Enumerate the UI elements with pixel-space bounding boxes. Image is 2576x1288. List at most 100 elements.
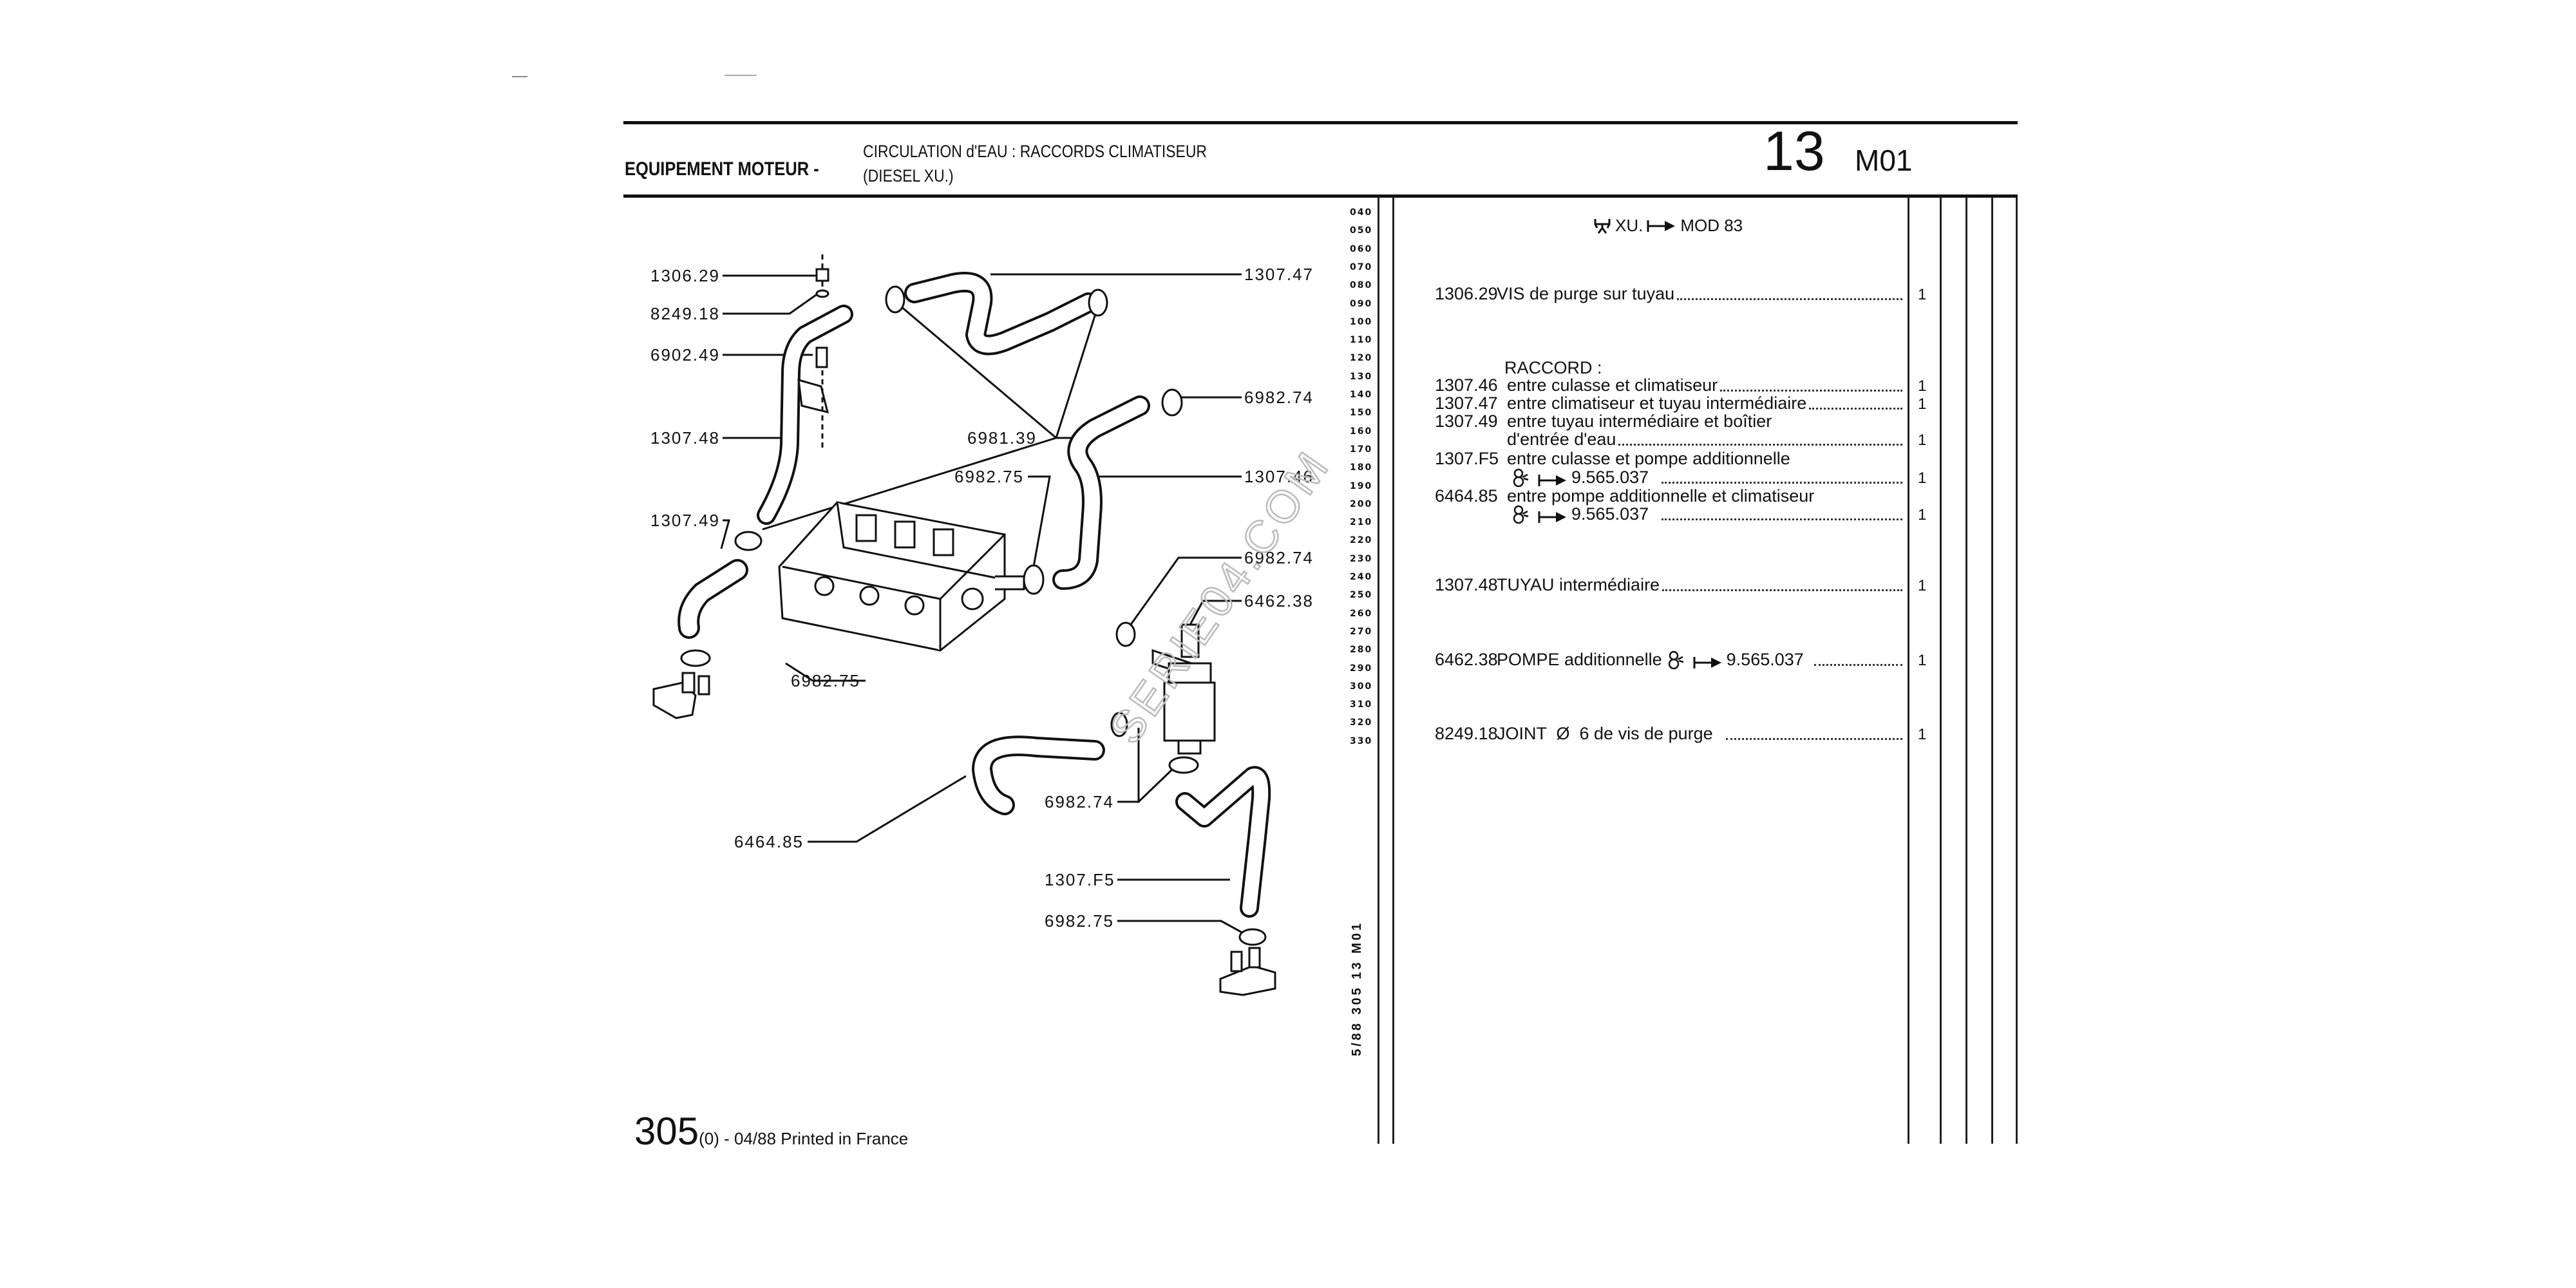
group-number: 13 [1763,120,1825,182]
part-callout-label: 6462.38 [1244,591,1314,611]
line-number: 110 [1350,335,1373,346]
part-row-6464-85-mod: 9.565.037 [1507,504,1905,524]
line-number: 260 [1350,608,1373,619]
part-row-1307-F5-mod: 9.565.037 [1507,468,1905,488]
qty-column-divider [1908,197,1909,1144]
line-number: 270 [1350,626,1373,637]
line-number: 060 [1350,243,1373,254]
line-number: 050 [1350,225,1373,236]
applicability-note: XU. MOD 83 [1589,216,1743,236]
line-number: 200 [1350,498,1373,509]
line-number: 170 [1350,444,1373,455]
part-callout-label: 6982.74 [1045,792,1114,811]
modification-icon [1668,650,1683,670]
part-ref: 1307.48 [1435,575,1498,594]
line-number: 330 [1350,735,1373,746]
line-number: 120 [1350,353,1373,364]
line-number: 040 [1350,207,1373,218]
bleed-screw-and-bracket [797,254,829,451]
part-desc: entre pompe additionnelle et climatiseur [1507,486,1815,506]
part-qty: 1 [1918,431,1927,449]
edition-note: (0) - 04/88 Printed in France [699,1129,909,1148]
part-qty: 1 [1918,726,1927,743]
part-ref: 1307.46 [1435,375,1498,395]
group-heading: RACCORD : [1504,358,1602,377]
hose-clamps [680,285,1267,946]
line-number: 310 [1350,699,1373,710]
leader-dots [1662,589,1902,591]
hoses [677,272,1271,918]
modification-number: 9.565.037 [1571,468,1649,487]
up-to-arrow-icon [1538,475,1566,486]
part-row-1307-49: 1307.49 entre tuyau intermédiaire et boî… [1435,412,1905,431]
part-desc: d'entrée d'eau [1507,430,1616,449]
part-row-1307-49-cont: d'entrée d'eau [1435,430,1905,450]
part-callout-label: 1306.29 [650,266,720,285]
leader-dots [1662,518,1902,520]
modification-number: 9.565.037 [1726,650,1804,669]
line-number: 280 [1350,645,1373,656]
part-qty: 1 [1918,506,1927,524]
part-qty: 1 [1918,286,1927,303]
column-divider [1392,197,1394,1144]
footer: 305 (0) - 04/88 Printed in France [634,1109,908,1153]
up-to-arrow-icon [1647,220,1676,232]
line-number: 250 [1350,590,1373,601]
part-callout-label: 1307.F5 [1045,870,1115,889]
leader-dots [1814,664,1902,666]
xu-engine-icon [1594,218,1611,234]
part-callout-label: 6464.85 [734,832,804,851]
header-top-rule [623,121,2018,124]
line-number: 290 [1350,663,1373,674]
leader-dots [1809,408,1902,410]
part-row-1306-29: 1306.29 VIS de purge sur tuyau [1435,284,1905,304]
column-divider [1991,197,1993,1144]
column-divider [1940,197,1942,1144]
leader-dots [1662,482,1902,484]
leader-dots [1720,390,1902,392]
part-row-8249-18: 8249.18 JOINT Ø 6 de vis de purge [1435,724,1905,744]
part-ref: 1306.29 [1435,284,1498,303]
page-title-line1: CIRCULATION d'EAU : RACCORDS CLIMATISEUR [863,142,1208,161]
applicability-limit: MOD 83 [1680,216,1743,235]
part-row-6464-85: 6464.85 entre pompe additionnelle et cli… [1435,486,1905,506]
part-desc: entre culasse et climatiseur [1507,375,1718,395]
leader-dots [1618,444,1902,446]
part-row-6462-38: 6462.38 POMPE additionnelle 9.565.037 [1435,650,1905,670]
line-number: 070 [1350,261,1373,272]
line-number: 320 [1350,717,1373,728]
line-number: 090 [1350,298,1373,309]
part-callout-label: 6981.39 [967,428,1037,448]
part-callout-label: 6982.75 [1045,911,1114,931]
part-desc: entre climatiseur et tuyau intermédiaire [1507,393,1807,413]
header-bottom-rule [623,194,2018,198]
part-row-1307-47: 1307.47 entre climatiseur et tuyau inter… [1435,393,1905,413]
part-ref: 1307.47 [1435,393,1498,413]
modification-icon [1513,505,1529,524]
part-ref: 6464.85 [1435,486,1498,506]
scan-mark [724,75,757,76]
line-number: 130 [1350,371,1373,382]
part-callout-label: 1307.47 [1244,265,1314,284]
part-qty: 1 [1918,577,1927,594]
line-number: 160 [1350,426,1373,437]
part-callout-label: 6982.74 [1244,548,1314,567]
part-callout-label: 1307.48 [650,428,720,448]
section-title: EQUIPEMENT MOTEUR - [625,158,819,180]
line-number: 150 [1350,408,1373,419]
part-callouts: 1306.298249.186902.491307.481307.496982.… [650,265,1314,931]
line-number: 080 [1350,280,1373,291]
part-ref: 8249.18 [1435,724,1498,743]
auxiliary-pump [1151,623,1216,755]
part-desc: entre tuyau intermédiaire et boîtier [1507,412,1772,431]
part-desc: entre culasse et pompe additionnelle [1507,449,1790,468]
line-number: 140 [1350,390,1373,400]
line-number: 190 [1350,480,1373,491]
line-number: 100 [1350,316,1373,327]
part-callout-label: 6982.75 [954,467,1024,486]
leader-dots [1677,298,1902,300]
water-inlet-housings [652,672,1276,996]
up-to-arrow-icon [1538,511,1566,523]
part-ref: 1307.49 [1435,412,1498,431]
